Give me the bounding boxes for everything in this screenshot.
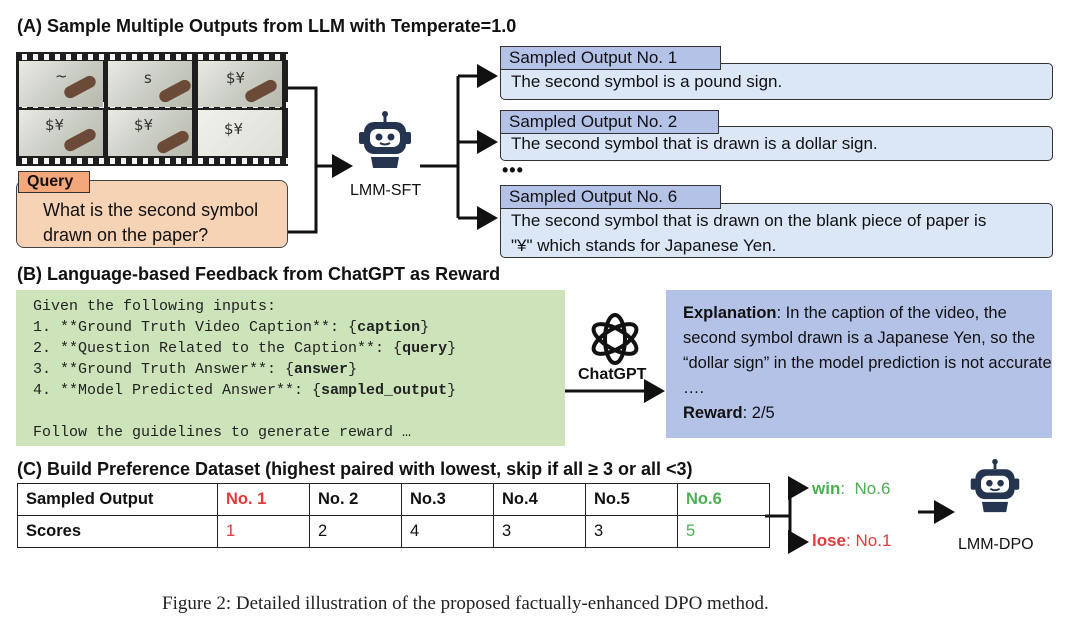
preference-table: Sampled Output No. 1 No. 2 No.3 No.4 No.… — [17, 483, 770, 548]
table-cell: 3 — [585, 515, 678, 548]
table-header-sampled-output: Sampled Output — [17, 483, 218, 516]
robot-icon — [359, 111, 411, 168]
prompt-item-1: 1. **Ground Truth Video Caption**: {capt… — [33, 319, 430, 336]
sampled-output-2-text: The second symbol that is drawn is a dol… — [511, 134, 878, 153]
prompt-item-4: 4. **Model Predicted Answer**: {sampled_… — [33, 382, 457, 399]
sampled-output-6-text-line-1: The second symbol that is drawn on the b… — [511, 211, 987, 230]
table-header-scores: Scores — [17, 515, 218, 548]
table-cell: No.6 — [677, 483, 770, 516]
table-row: Sampled Output No. 1 No. 2 No.3 No.4 No.… — [17, 483, 770, 516]
prompt-footer: Follow the guidelines to generate reward… — [33, 424, 412, 441]
explanation-text: Explanation: In the caption of the video… — [683, 304, 1052, 397]
prompt-line-1: Given the following inputs: — [33, 298, 277, 315]
table-cell: No. 2 — [309, 483, 402, 516]
table-cell: 5 — [677, 515, 770, 548]
prompt-box: Given the following inputs: 1. **Ground … — [16, 290, 565, 446]
explanation-box: Explanation: In the caption of the video… — [666, 290, 1052, 438]
table-cell: 4 — [401, 515, 494, 548]
sampled-output-1-text: The second symbol is a pound sign. — [511, 72, 783, 91]
section-c-heading: (C) Build Preference Dataset (highest pa… — [17, 459, 693, 479]
reward-text: Reward: 2/5 — [683, 404, 775, 422]
chatgpt-label: ChatGPT — [578, 366, 647, 383]
sampled-output-2-tag: Sampled Output No. 2 — [500, 110, 719, 134]
query-tag: Query — [18, 171, 90, 193]
table-cell: No.4 — [493, 483, 586, 516]
query-line-1: What is the second symbol — [43, 200, 259, 220]
section-b-heading: (B) Language-based Feedback from ChatGPT… — [17, 264, 501, 284]
figure-caption: Figure 2: Detailed illustration of the p… — [162, 593, 769, 614]
sampled-output-1-tag: Sampled Output No. 1 — [500, 46, 721, 70]
sampled-output-6-tag: Sampled Output No. 6 — [500, 185, 721, 209]
ellipsis: ••• — [502, 160, 524, 180]
lmm-sft-label: LMM-SFT — [350, 182, 422, 199]
lmm-dpo-label: LMM-DPO — [958, 536, 1034, 553]
table-row: Scores 1 2 4 3 3 5 — [17, 515, 770, 548]
table-cell: 3 — [493, 515, 586, 548]
table-cell: 2 — [309, 515, 402, 548]
table-cell: No. 1 — [217, 483, 310, 516]
section-a-heading: (A) Sample Multiple Outputs from LLM wit… — [17, 16, 517, 36]
sampled-output-1-box: The second symbol is a pound sign. — [500, 63, 1053, 100]
table-cell: No.5 — [585, 483, 678, 516]
prompt-item-2: 2. **Question Related to the Caption**: … — [33, 340, 457, 357]
sampled-output-6-box: The second symbol that is drawn on the b… — [500, 203, 1053, 258]
lose-label: lose: No.1 — [812, 531, 892, 550]
prompt-item-3: 3. **Ground Truth Answer**: {answer} — [33, 361, 358, 378]
robot-icon — [970, 458, 1020, 513]
query-line-2: drawn on the paper? — [43, 225, 209, 245]
video-frames-strip: ~ s $¥ $¥ $¥ $¥ — [16, 52, 288, 166]
sampled-output-6-text-line-2: "¥" which stands for Japanese Yen. — [511, 236, 777, 255]
win-label: win: No.6 — [812, 479, 891, 498]
chatgpt-logo-icon — [591, 313, 639, 365]
table-cell: 1 — [217, 515, 310, 548]
table-cell: No.3 — [401, 483, 494, 516]
